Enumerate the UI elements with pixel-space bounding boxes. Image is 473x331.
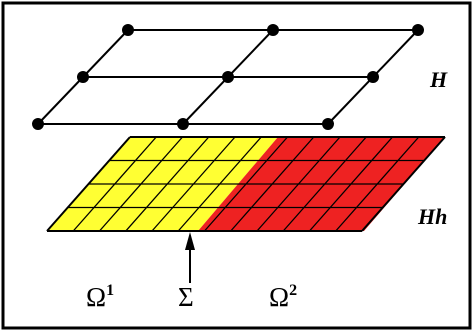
fine-grid-col-line: [256, 136, 341, 232]
fine-grid-col-line: [125, 136, 210, 232]
fine-grid-col-line: [309, 136, 393, 232]
fine-grid-lines: [46, 136, 446, 232]
omega1-superscript: 1: [106, 282, 114, 299]
omega1-symbol: Ω: [86, 282, 106, 312]
coarse-grid-H: [32, 24, 424, 130]
coarse-grid-node: [222, 71, 234, 83]
fine-grid-col-line: [361, 136, 446, 232]
region-omega2-label: Ω2: [269, 282, 297, 312]
coarse-grid-node: [177, 118, 189, 130]
interface-arrow: [185, 232, 195, 283]
fine-grid-col-line: [177, 136, 262, 232]
arrow-head: [185, 232, 195, 250]
fine-grid-col-line: [46, 136, 131, 232]
fine-grid-Hh: [46, 136, 446, 232]
omega2-symbol: Ω: [269, 282, 289, 312]
fine-grid-col-line: [99, 136, 183, 232]
coarse-grid-node: [412, 24, 424, 36]
region-omega1-label: Ω1: [86, 282, 114, 312]
coarse-grid-node: [122, 24, 134, 36]
fine-grid-col-line: [282, 136, 367, 232]
fine-grid-label: Hh: [417, 204, 447, 229]
coarse-grid-label: H: [429, 67, 448, 92]
fine-grid-col-line: [230, 136, 315, 232]
coarse-grid-node: [367, 71, 379, 83]
coarse-grid-node: [322, 118, 334, 130]
fine-grid-col-line: [204, 136, 288, 232]
coarse-grid-node: [77, 71, 89, 83]
fine-grid-col-line: [72, 136, 157, 232]
coarse-grid-node: [267, 24, 279, 36]
fine-grid-col-line: [151, 136, 236, 232]
omega2-superscript: 2: [289, 282, 297, 299]
fine-grid-col-line: [335, 136, 420, 232]
interface-sigma-label: Σ: [178, 282, 194, 312]
coarse-grid-node: [32, 118, 44, 130]
